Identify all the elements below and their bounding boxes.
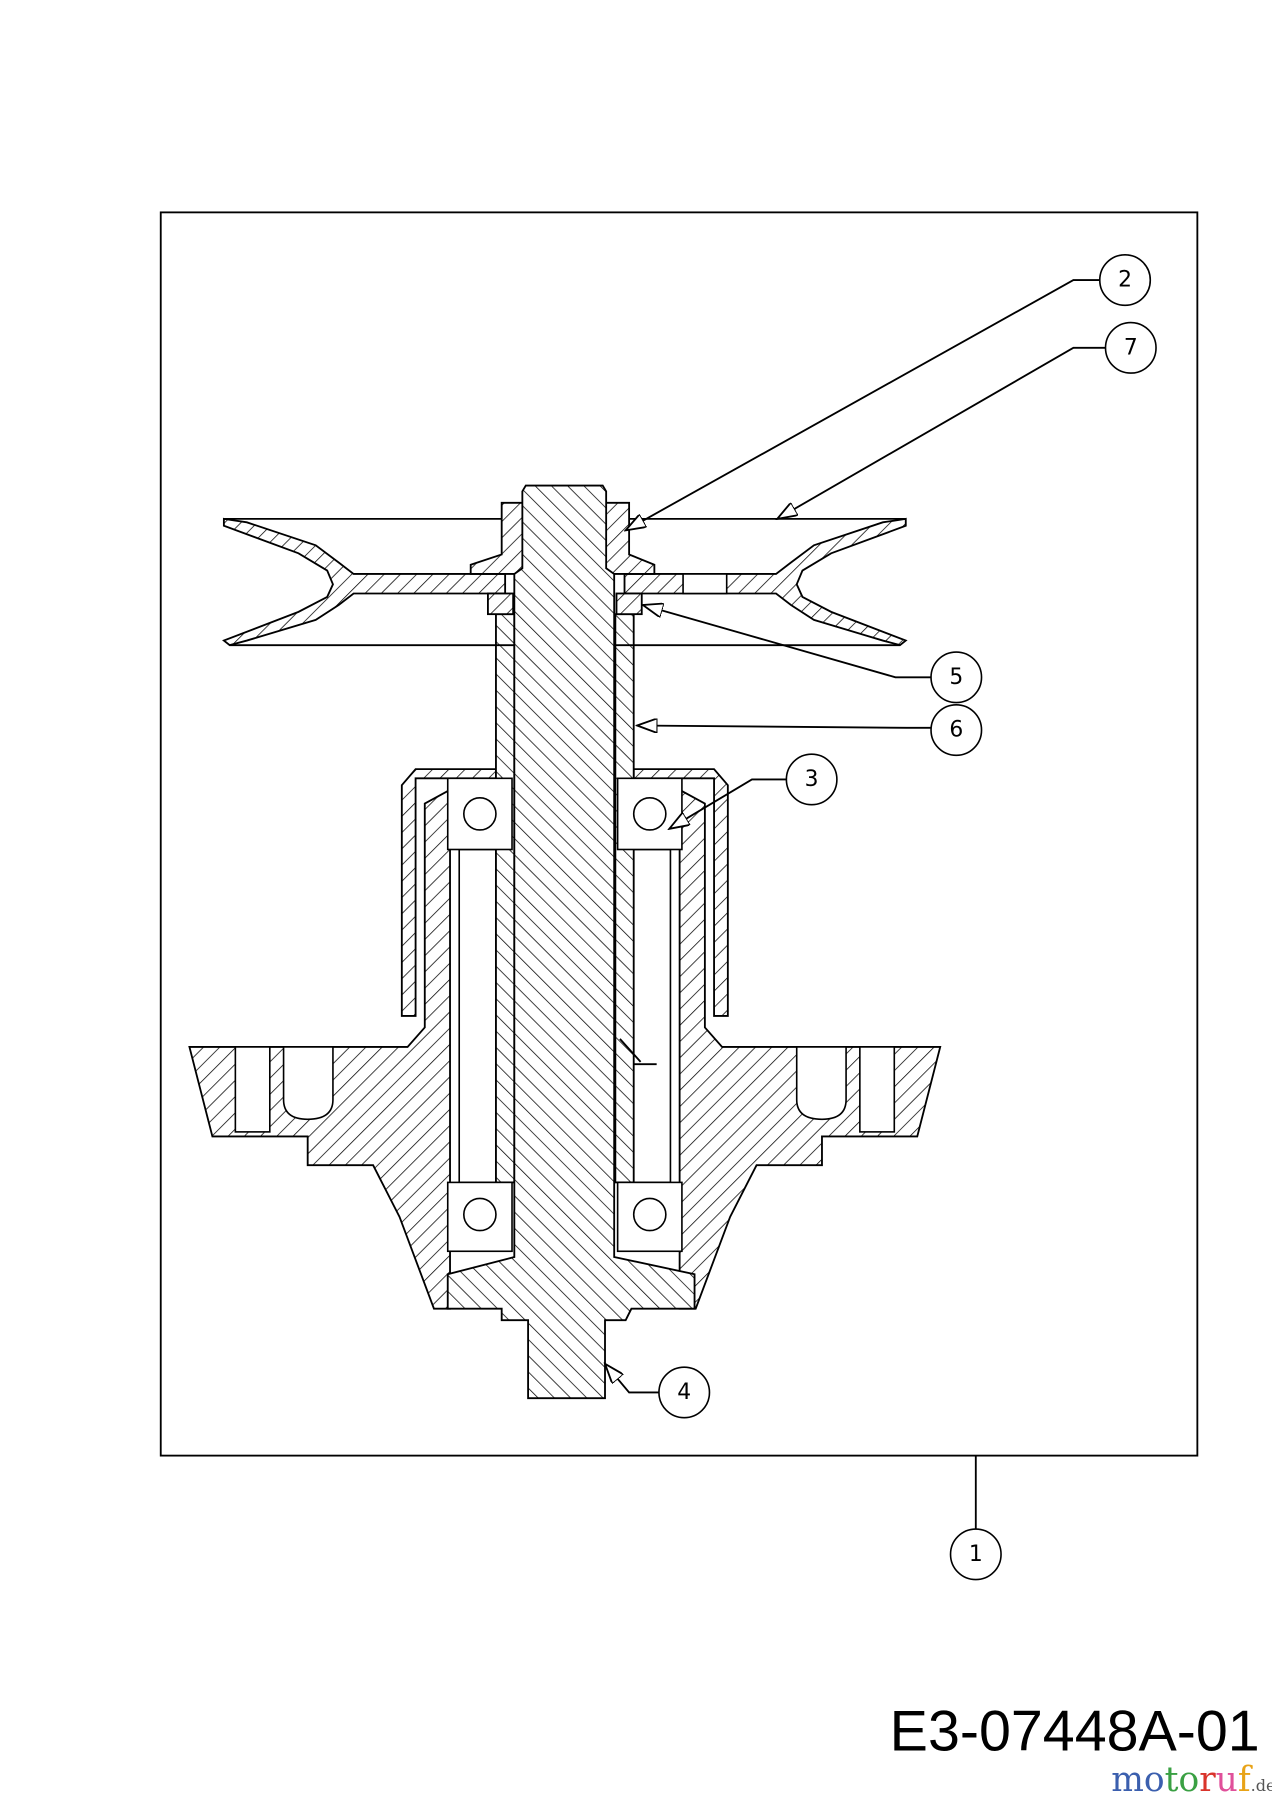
- callout-1-label: 1: [969, 1542, 983, 1567]
- callout-6: 6: [930, 704, 983, 757]
- logo-letter: m: [1111, 1760, 1144, 1800]
- svg-text:motoruf.de: motoruf.de: [1111, 1760, 1272, 1800]
- drawing-code: E3-07448A-01: [890, 1700, 1260, 1764]
- callout-4-label: 4: [677, 1380, 691, 1405]
- logo-letter: r: [1199, 1760, 1216, 1800]
- callout-7: 7: [1104, 321, 1157, 374]
- callout-1: 1: [949, 1528, 1002, 1581]
- logo-letter: u: [1216, 1760, 1238, 1800]
- logo-letter: o: [1144, 1760, 1165, 1800]
- spindle-shaft: [446, 484, 696, 1400]
- motoruf-logo: motoruf.de: [1111, 1760, 1272, 1800]
- pulley: [222, 501, 908, 647]
- callout-3-label: 3: [805, 767, 819, 792]
- logo-letter: o: [1178, 1760, 1199, 1800]
- callout-2: 2: [1098, 254, 1152, 307]
- callout-5-label: 5: [949, 665, 963, 690]
- logo-letter: f: [1238, 1760, 1253, 1800]
- callout-7-label: 7: [1124, 335, 1138, 360]
- logo-suffix: .de: [1251, 1776, 1272, 1795]
- bearings: [446, 777, 683, 1253]
- leader-lines: [605, 279, 1106, 1530]
- callout-5: 5: [930, 651, 983, 704]
- callout-6-label: 6: [949, 718, 963, 743]
- callout-4: 4: [658, 1366, 711, 1419]
- logo-letter: t: [1165, 1760, 1179, 1800]
- assembly-frame: [159, 211, 1199, 1457]
- callout-2-label: 2: [1118, 268, 1132, 293]
- callout-3: 3: [785, 753, 838, 806]
